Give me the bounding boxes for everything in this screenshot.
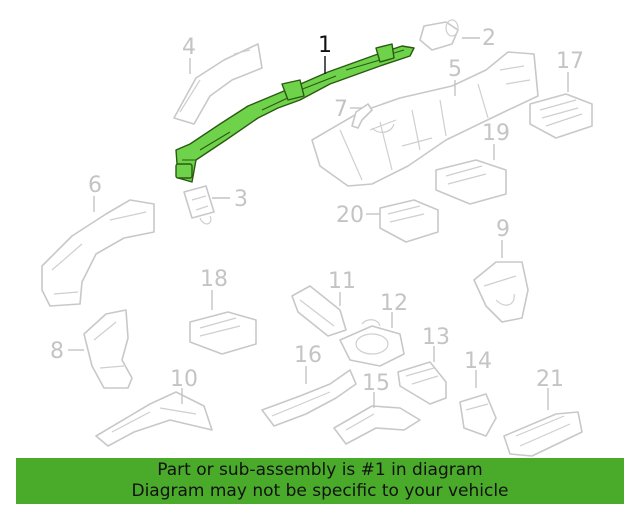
part-7-clip[interactable] [351, 103, 373, 129]
part-2-nozzle[interactable] [419, 19, 459, 51]
part-10-duct[interactable] [95, 391, 213, 447]
callout-5[interactable]: 5 [448, 57, 462, 82]
part-16-duct[interactable] [261, 369, 357, 427]
part-13-vent[interactable] [397, 361, 447, 405]
callout-1[interactable]: 1 [318, 33, 332, 58]
callout-13[interactable]: 13 [422, 325, 450, 350]
banner-line-1: Part or sub-assembly is #1 in diagram [157, 460, 483, 480]
callout-9[interactable]: 9 [496, 217, 510, 242]
part-1-duct[interactable] [175, 43, 415, 183]
part-20-vent[interactable] [379, 199, 439, 243]
part-5-housing[interactable] [311, 51, 539, 187]
callout-19[interactable]: 19 [482, 121, 510, 146]
callout-10[interactable]: 10 [170, 367, 198, 392]
part-11-duct[interactable] [291, 285, 347, 337]
part-4-duct[interactable] [173, 43, 263, 125]
part-3-bracket[interactable] [183, 185, 215, 225]
callout-3[interactable]: 3 [234, 187, 248, 212]
part-21-vent[interactable] [503, 411, 583, 457]
callout-16[interactable]: 16 [294, 343, 322, 368]
callout-20[interactable]: 20 [336, 203, 364, 228]
part-9-duct[interactable] [473, 261, 529, 323]
callout-2[interactable]: 2 [482, 26, 496, 51]
part-14-bracket[interactable] [459, 393, 497, 437]
callout-4[interactable]: 4 [182, 35, 196, 60]
part-6-duct[interactable] [41, 199, 155, 307]
part-12-blower[interactable] [339, 319, 405, 367]
leader-lines [68, 37, 569, 410]
part-15-duct[interactable] [333, 405, 421, 445]
callout-14[interactable]: 14 [464, 349, 492, 374]
info-banner: Part or sub-assembly is #1 in diagram Di… [16, 458, 624, 504]
part-8-duct[interactable] [83, 309, 133, 389]
callout-18[interactable]: 18 [200, 267, 228, 292]
callout-6[interactable]: 6 [88, 173, 102, 198]
callout-15[interactable]: 15 [362, 371, 390, 396]
callout-8[interactable]: 8 [50, 339, 64, 364]
callout-labels: 1 2 3 4 5 6 7 8 9 10 11 12 13 14 15 16 1… [50, 26, 584, 396]
callout-11[interactable]: 11 [328, 269, 356, 294]
callout-17[interactable]: 17 [556, 49, 584, 74]
part-17-vent[interactable] [529, 93, 593, 139]
callout-12[interactable]: 12 [380, 291, 408, 316]
callout-21[interactable]: 21 [536, 367, 564, 392]
part-18-vent[interactable] [189, 311, 257, 355]
banner-line-2: Diagram may not be specific to your vehi… [131, 481, 509, 501]
part-19-vent[interactable] [435, 159, 507, 205]
callout-7[interactable]: 7 [334, 97, 348, 122]
